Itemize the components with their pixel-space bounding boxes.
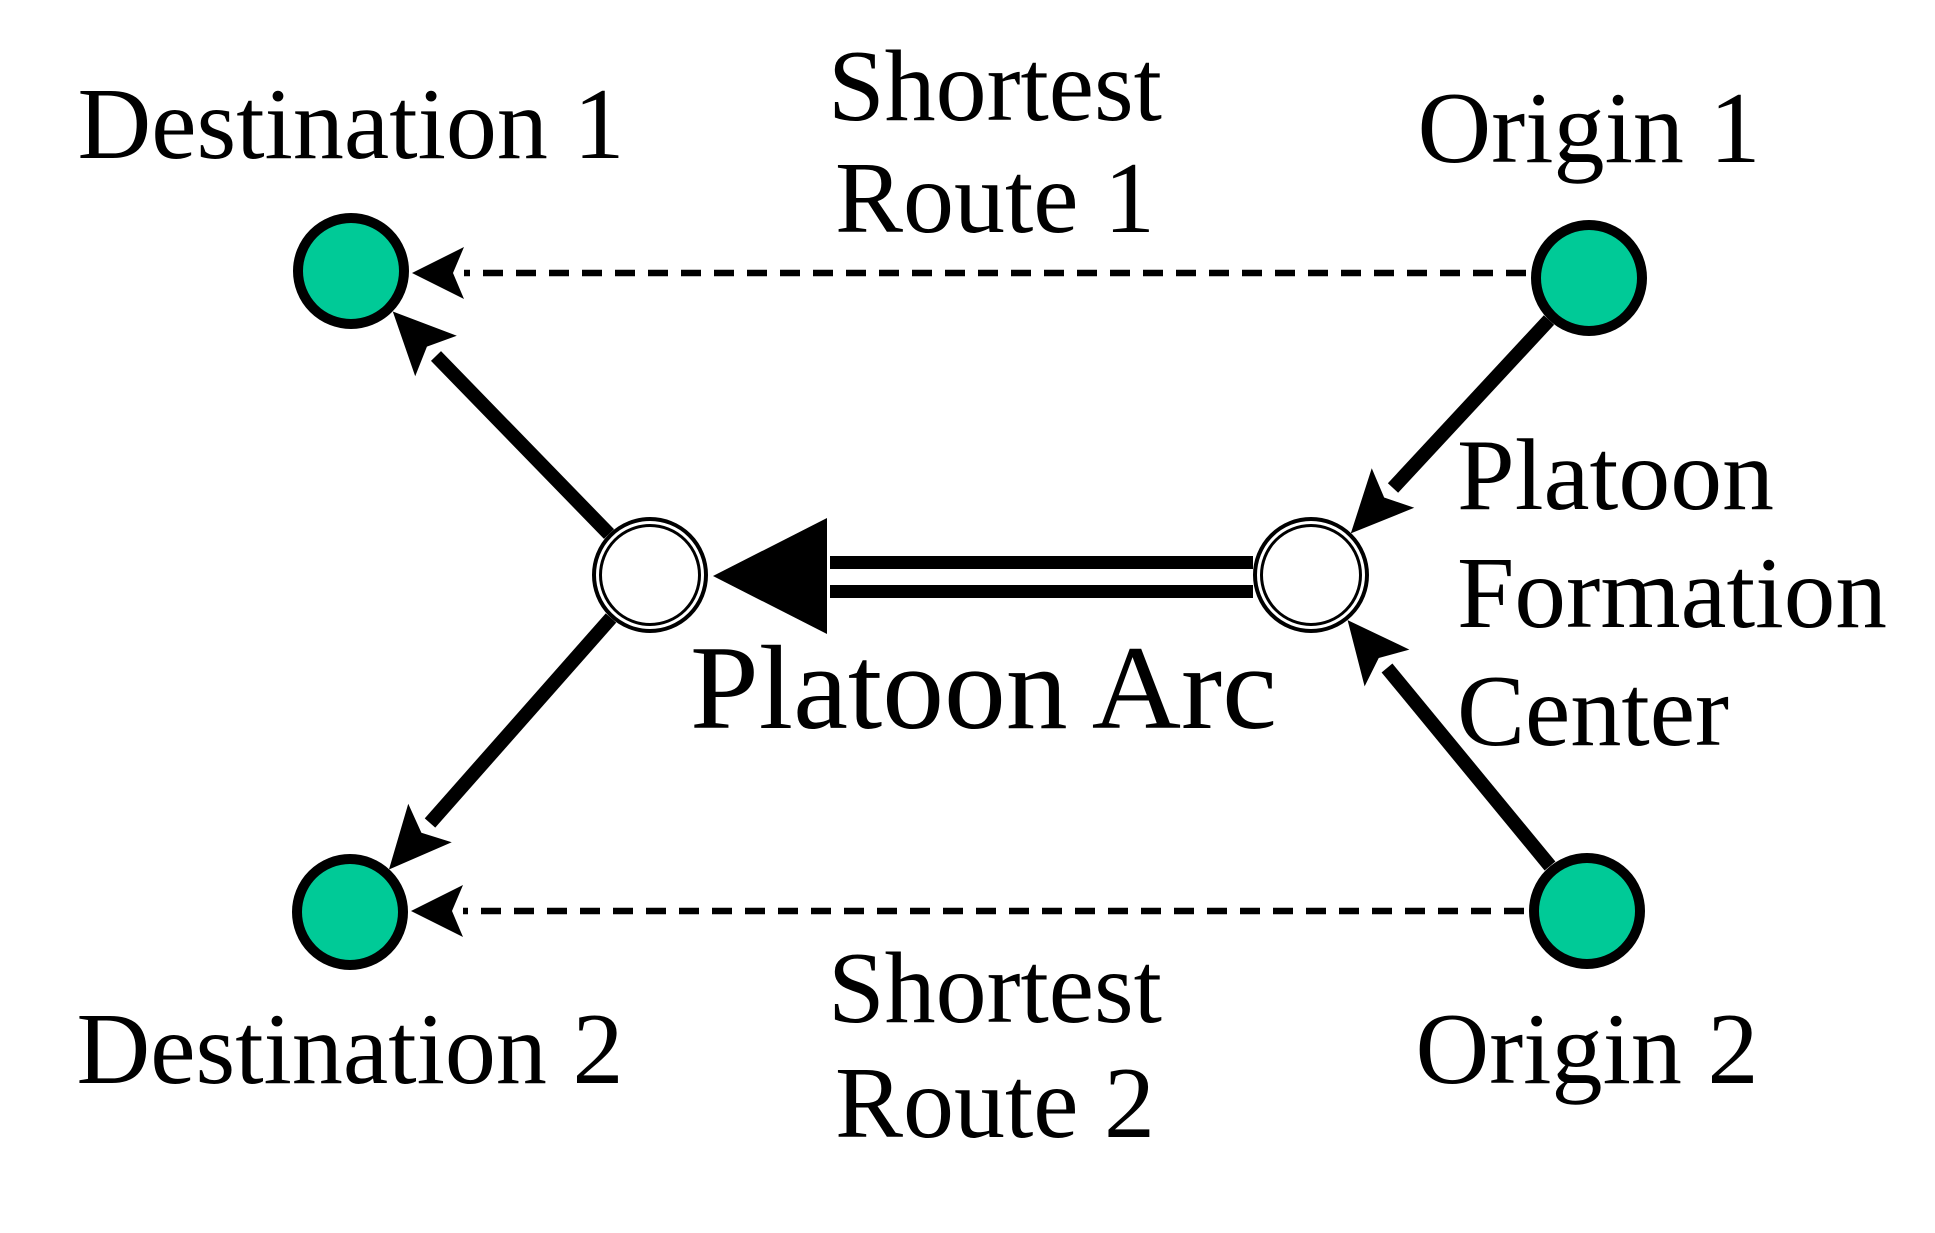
label-destination-1: Destination 1: [78, 68, 625, 181]
node-origin-1: [1531, 220, 1647, 336]
label-platoon-formation-center-line1: Platoon: [1457, 419, 1774, 532]
label-destination-2: Destination 2: [77, 993, 624, 1106]
edge-split-center-to-destination1: [392, 311, 615, 539]
label-platoon-formation-center-line2: Formation: [1457, 537, 1887, 650]
label-shortest-route-2-line1: Shortest: [828, 932, 1162, 1045]
label-shortest-route-1-line1: Shortest: [828, 30, 1162, 143]
label-shortest-route-2-line2: Route 2: [835, 1047, 1155, 1160]
label-origin-1: Origin 1: [1418, 72, 1761, 185]
label-platoon-arc: Platoon Arc: [690, 621, 1277, 754]
node-destination-2: [292, 854, 408, 970]
node-platoon-formation-center-left: [592, 517, 708, 633]
node-destination-1: [293, 213, 409, 329]
label-origin-2: Origin 2: [1416, 993, 1759, 1106]
label-platoon-formation-center-line3: Center: [1457, 655, 1729, 768]
label-shortest-route-1-line2: Route 1: [835, 142, 1155, 255]
edge-origin1-to-formation-center: [1350, 315, 1555, 534]
platoon-arc-arrowhead: [713, 518, 827, 634]
edge-platoon-arc: [713, 518, 1253, 634]
node-origin-2: [1529, 853, 1645, 969]
node-platoon-formation-center-right: [1253, 517, 1369, 633]
edge-split-center-to-destination2: [388, 613, 617, 870]
edge-origin2-to-formation-center: [1347, 620, 1556, 871]
